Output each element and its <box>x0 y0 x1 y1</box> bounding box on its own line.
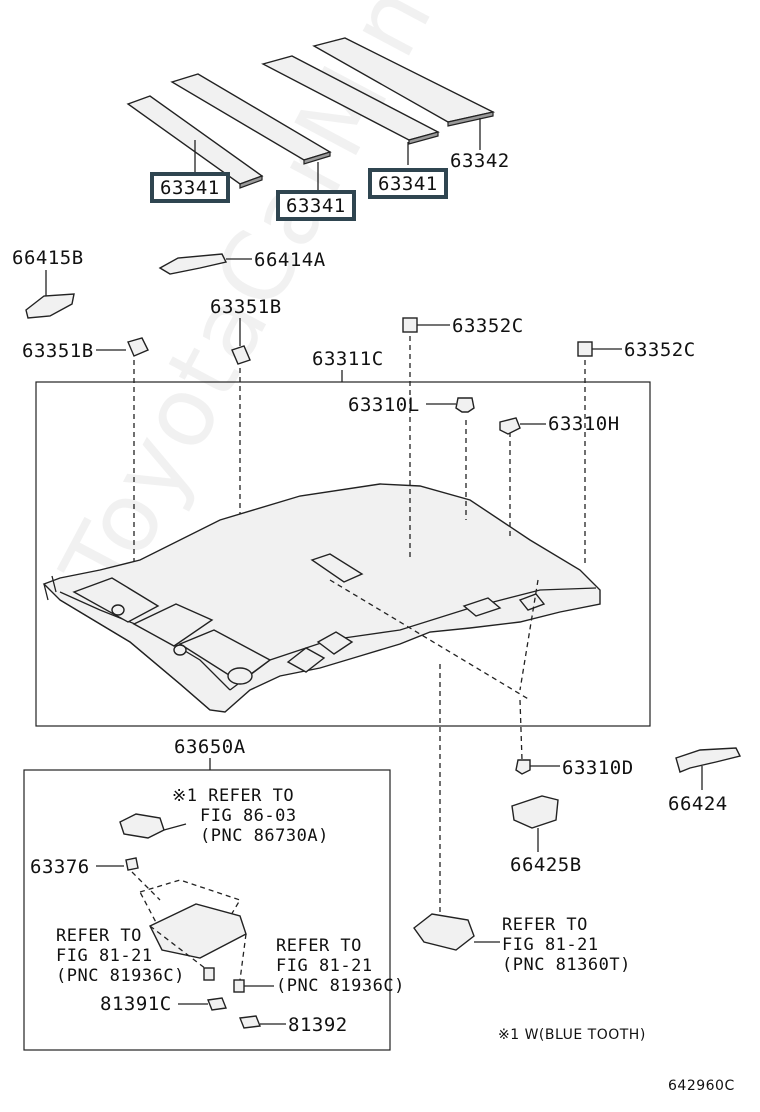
ref-lamp-right: REFER TO FIG 81-21 (PNC 81936C) <box>276 936 405 996</box>
silencer-pad-63341-b <box>170 73 332 165</box>
ref-lamp-right-line1: REFER TO <box>276 936 362 956</box>
clip-63352C-b <box>577 341 622 566</box>
grip-66424 <box>675 747 742 790</box>
overhead-console <box>139 879 247 981</box>
clip-63351B-right <box>231 318 251 645</box>
ref-lamp-main-line3: (PNC 81360T) <box>502 955 631 975</box>
lens-81391C <box>178 997 227 1011</box>
ref-bluetooth-line3: (PNC 86730A) <box>200 826 329 846</box>
bracket-66415B <box>25 270 75 319</box>
ref-lamp-right-line2: FIG 81-21 <box>276 956 373 976</box>
ref-bluetooth-line1: ※1 REFER TO <box>172 786 295 806</box>
label-63341-b: 63341 <box>276 190 356 221</box>
silencer-pad-63341-c <box>261 55 440 145</box>
bluetooth-mic <box>119 813 187 839</box>
clip-63351B-left <box>96 337 149 590</box>
label-63351B-top: 63351B <box>210 296 282 318</box>
label-63310H: 63310H <box>548 413 620 435</box>
map-lamp-assembly <box>413 913 500 951</box>
headliner-frame <box>35 381 651 727</box>
label-63310D: 63310D <box>562 757 634 779</box>
ref-lamp-main-line2: FIG 81-21 <box>502 935 599 955</box>
ref-bluetooth: ※1 REFER TO FIG 86-03 (PNC 86730A) <box>172 786 329 846</box>
dash-63310D-b <box>519 699 523 761</box>
label-66424: 66424 <box>668 793 728 815</box>
clip-63352C-a <box>402 317 450 480</box>
label-63352C-b: 63352C <box>624 339 696 361</box>
ref-lamp-left-line3: (PNC 81936C) <box>56 966 185 986</box>
ref-lamp-main: REFER TO FIG 81-21 (PNC 81360T) <box>502 915 631 975</box>
bulb-left <box>203 967 215 981</box>
label-63342: 63342 <box>450 150 510 172</box>
clip-63310L <box>426 397 475 413</box>
ref-lamp-main-line1: REFER TO <box>502 915 588 935</box>
dash-63310D <box>519 579 539 691</box>
clip-63310H <box>499 417 546 435</box>
figure-code: 642960C <box>668 1078 735 1094</box>
bracket-66425B <box>511 795 559 852</box>
clip-63376 <box>96 857 161 901</box>
label-63650A: 63650A <box>174 736 246 758</box>
silencer-pad-63342 <box>312 37 496 127</box>
label-63311C: 63311C <box>312 348 384 370</box>
ref-lamp-left: REFER TO FIG 81-21 (PNC 81936C) <box>56 926 185 986</box>
ref-bluetooth-line2: FIG 86-03 <box>200 806 297 826</box>
ref-lamp-right-line3: (PNC 81936C) <box>276 976 405 996</box>
footnote-bluetooth: ※1 W(BLUE TOOTH) <box>498 1027 646 1043</box>
label-63310L: 63310L <box>348 394 420 416</box>
label-63351B-left: 63351B <box>22 340 94 362</box>
label-66415B: 66415B <box>12 247 84 269</box>
console-frame <box>23 769 391 1051</box>
clip-63310D <box>515 759 560 775</box>
lens-81392 <box>239 1015 286 1029</box>
label-63341-c: 63341 <box>368 168 448 199</box>
assist-grip-66414A <box>158 253 252 275</box>
ref-lamp-left-line2: FIG 81-21 <box>56 946 153 966</box>
label-81392: 81392 <box>288 1014 348 1036</box>
label-66414A: 66414A <box>254 249 326 271</box>
ref-lamp-left-line1: REFER TO <box>56 926 142 946</box>
label-63376: 63376 <box>30 856 90 878</box>
headliner-63311C <box>42 483 601 713</box>
dash-dome <box>329 579 531 701</box>
label-63352C-a: 63352C <box>452 315 524 337</box>
bulb-right <box>233 979 274 993</box>
label-63341-a: 63341 <box>150 172 230 203</box>
label-66425B: 66425B <box>510 854 582 876</box>
label-81391C: 81391C <box>100 993 172 1015</box>
